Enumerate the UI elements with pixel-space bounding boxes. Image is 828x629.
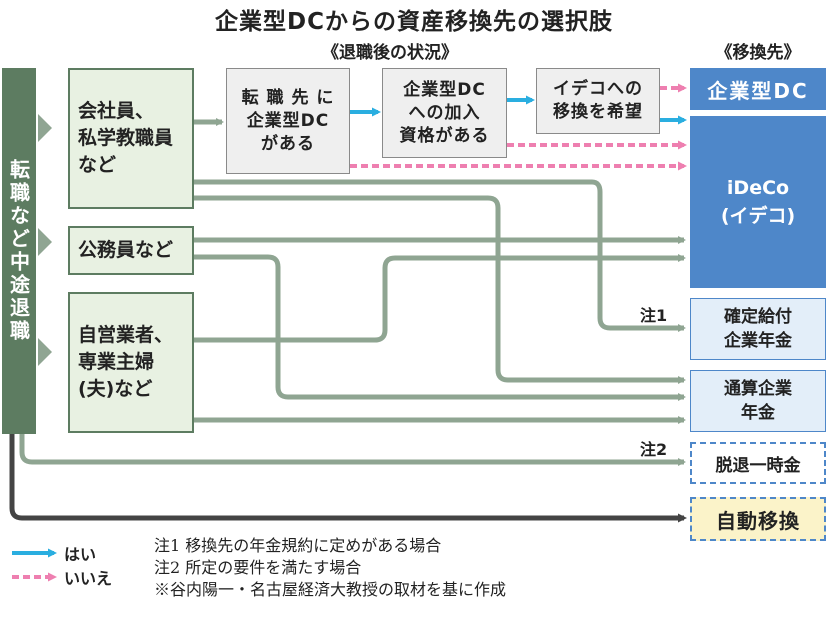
legend-no-label: いいえ: [64, 569, 113, 588]
note-tag-1: 注1: [640, 306, 668, 325]
footnote-2: 注2 所定の要件を満たす場合: [154, 558, 362, 577]
flow-auto: [9, 434, 687, 523]
side-label-mid-career-exit: 転職など中途退職: [2, 68, 36, 434]
flow-worker-to-tsuusan: [193, 195, 686, 384]
dest-corporate-dc: 企業型DC: [690, 68, 826, 110]
destination-header: 《移換先》: [715, 43, 801, 63]
legend-yes-label: はい: [64, 545, 97, 564]
footnote-source: ※谷内陽一・名古屋経済大教授の取材を基に作成: [154, 580, 507, 599]
origin-self-employed: 自営業者、 専業主婦 (夫)など: [68, 292, 194, 433]
situation-header: 《退職後の状況》: [322, 43, 458, 63]
dest-tsuusan-pension: 通算企業 年金: [690, 370, 826, 432]
note-tag-2: 注2: [640, 440, 668, 459]
dest-defined-benefit: 確定給付 企業年金: [690, 298, 826, 360]
dest-ideco: iDeCo (イデコ): [690, 116, 826, 288]
origin-company-worker: 会社員、 私学教職員 など: [68, 68, 194, 209]
footnote-1: 注1 移換先の年金規約に定めがある場合: [154, 536, 442, 555]
flow-self-to-ideco: [193, 254, 686, 343]
origin-civil-servant: 公務員など: [68, 226, 194, 275]
condition-new-employer-has-dc: 転 職 先 に 企業型DC がある: [226, 68, 350, 174]
flow-side-to-lumpsum: [19, 434, 686, 466]
dest-auto-transfer: 自動移換: [690, 497, 826, 541]
footnotes: 注1 移換先の年金規約に定めがある場合 注2 所定の要件を満たす場合 ※谷内陽一…: [154, 535, 634, 601]
flow-worker-to-db: [193, 179, 686, 332]
condition-eligible-for-dc: 企業型DC への加入 資格がある: [382, 68, 507, 158]
condition-wants-ideco: イデコへの 移換を希望: [536, 68, 660, 134]
flow-civil-to-tsuusan: [193, 254, 686, 401]
dest-lump-sum: 脱退一時金: [690, 442, 826, 484]
chart-title: 企業型DCからの資産移換先の選択肢: [215, 9, 613, 35]
